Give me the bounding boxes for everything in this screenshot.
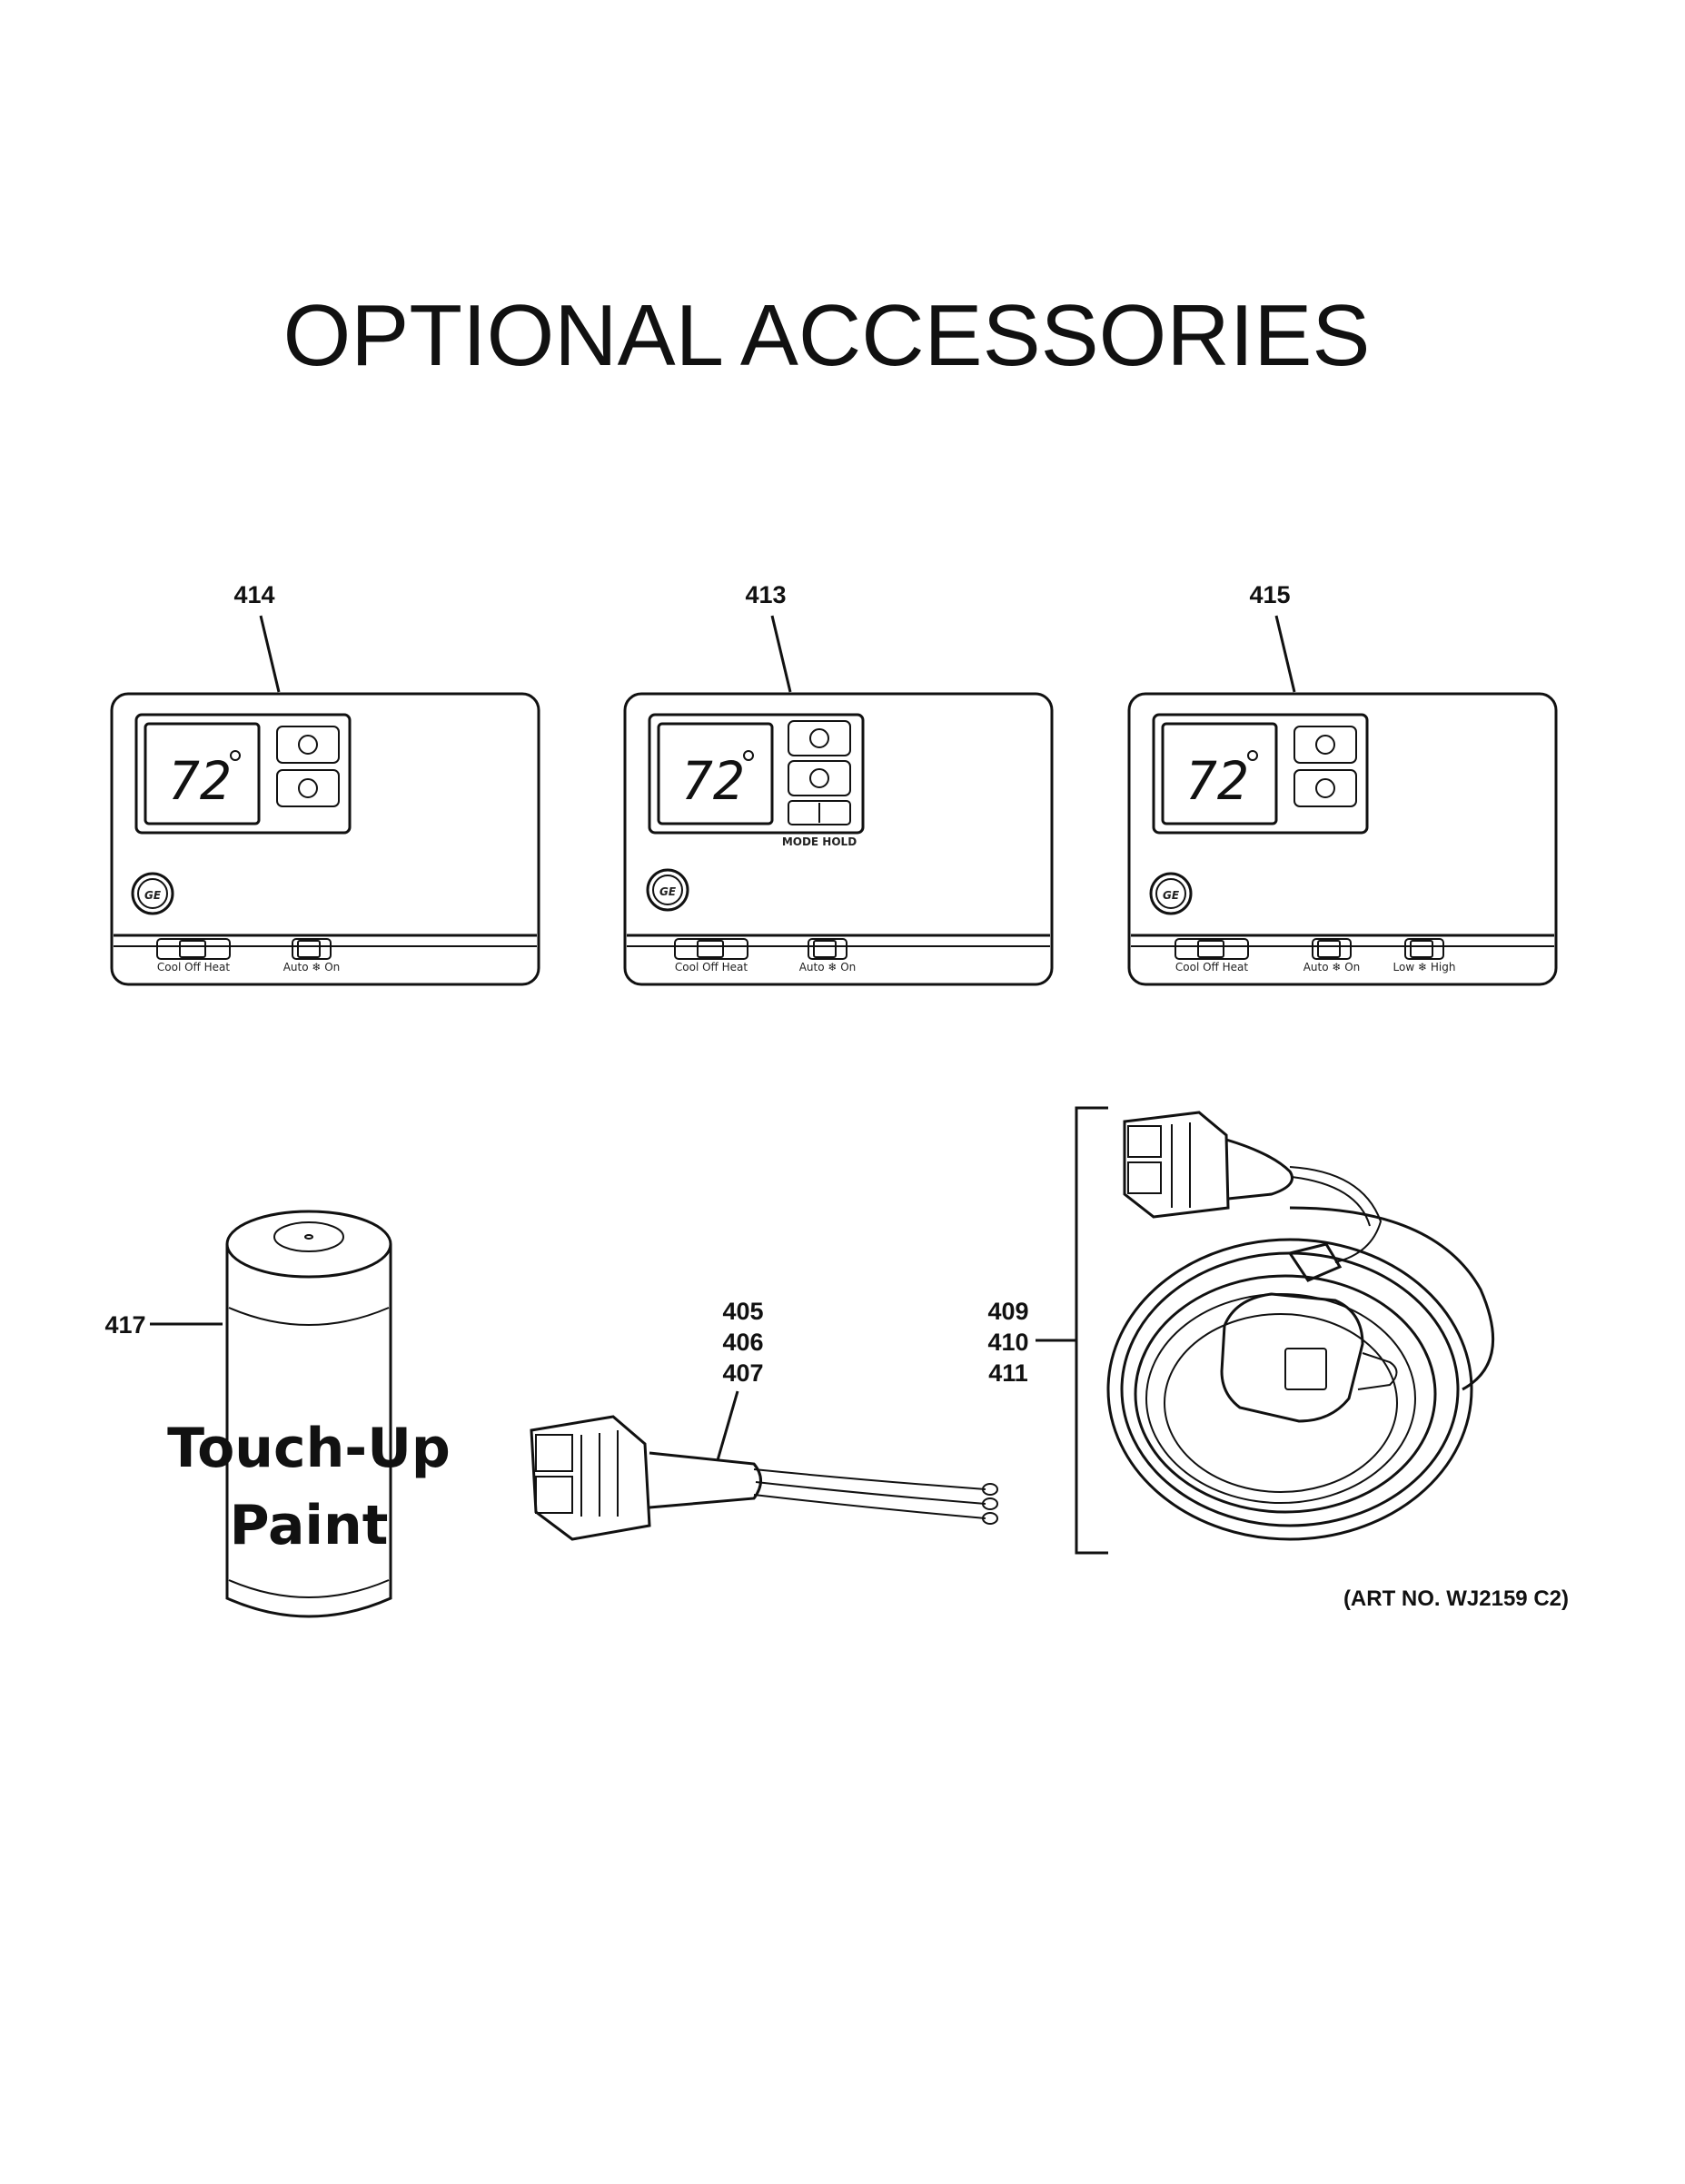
- mode-slider-413[interactable]: [674, 938, 748, 960]
- fan-slider-414[interactable]: [292, 938, 332, 960]
- callout-411: 411: [988, 1359, 1028, 1387]
- logo-text-415: GE: [1163, 889, 1180, 902]
- temperature-readout-415: 72: [1185, 750, 1249, 812]
- speed-slider-label-415: Low ❄ High: [1393, 961, 1456, 973]
- fan-slider-415[interactable]: [1312, 938, 1352, 960]
- cable-coil-strand: [1289, 1206, 1495, 1391]
- small-connector: [1287, 1242, 1343, 1282]
- paint-label-line2: Paint: [230, 1494, 389, 1557]
- touch-up-paint-can: 417 Touch-Up Paint: [104, 1210, 451, 1618]
- mode-hold-label-413: MODE HOLD: [782, 835, 857, 848]
- callout-409: 409: [987, 1298, 1028, 1325]
- thermostat-body-413: [623, 692, 1054, 986]
- thermostat-413: 413 72 MODE HOLD GE Cool Off Heat Auto ❄…: [623, 581, 1054, 986]
- callout-417: 417: [104, 1311, 145, 1339]
- callout-413: 413: [745, 581, 786, 608]
- temperature-readout-413: 72: [681, 750, 745, 812]
- short-wire-harness: 405 406 407: [530, 1298, 998, 1541]
- down-button-414[interactable]: [276, 769, 340, 807]
- fan-slider-413[interactable]: [808, 938, 847, 960]
- logo-text-414: GE: [144, 889, 162, 902]
- down-button-413[interactable]: [788, 760, 851, 796]
- thermostat-415: 415 72 GE Cool Off Heat Auto ❄ On Low ❄ …: [1127, 581, 1558, 986]
- mode-hold-button-413[interactable]: [788, 800, 851, 825]
- degree-symbol-415: [1247, 750, 1258, 761]
- ge-logo-icon-415: [1149, 872, 1193, 915]
- callout-405: 405: [722, 1298, 763, 1325]
- cable-coil-outer: [1106, 1238, 1473, 1541]
- display-frame-413: [648, 713, 865, 835]
- mode-slider-label-414: Cool Off Heat: [157, 961, 230, 973]
- paint-label-line1: Touch-Up: [167, 1417, 451, 1480]
- degree-symbol-414: [230, 750, 241, 761]
- art-number: (ART NO. WJ2159 C2): [1343, 1586, 1569, 1611]
- display-frame-415: [1152, 713, 1369, 835]
- lcd-screen-415: [1161, 722, 1278, 825]
- can-body: [225, 1244, 392, 1618]
- up-button-415[interactable]: [1293, 726, 1357, 764]
- mode-slider-415[interactable]: [1175, 938, 1249, 960]
- lcd-screen-413: [657, 722, 774, 825]
- mode-slider-label-415: Cool Off Heat: [1175, 961, 1248, 973]
- up-button-414[interactable]: [276, 726, 340, 764]
- harness-wire-1: [753, 1468, 986, 1490]
- can-nozzle: [273, 1221, 344, 1252]
- long-wire-harness: 409 410 411: [987, 1106, 1495, 1555]
- thermostat-414: 414 72 GE Cool Off Heat Auto ❄ On: [110, 581, 540, 986]
- leader-line-405: [716, 1390, 739, 1461]
- logo-text-413: GE: [659, 885, 677, 898]
- group-bracket: [1075, 1106, 1108, 1555]
- long-harness-connector: [1123, 1111, 1230, 1219]
- callout-406: 406: [722, 1329, 763, 1356]
- ge-logo-icon-413: [646, 868, 689, 912]
- can-top: [225, 1210, 392, 1279]
- temperature-readout-414: 72: [168, 750, 232, 812]
- leader-line-415: [1274, 615, 1296, 693]
- callout-407: 407: [722, 1359, 763, 1387]
- down-button-415[interactable]: [1293, 769, 1357, 807]
- callout-414: 414: [233, 581, 274, 608]
- harness-sleeve: [649, 1451, 762, 1509]
- callout-415: 415: [1249, 581, 1290, 608]
- leader-line-414: [259, 615, 281, 693]
- lcd-screen-414: [144, 722, 261, 825]
- display-frame-414: [134, 713, 352, 835]
- page-title: OPTIONAL ACCESSORIES: [283, 287, 1371, 384]
- ge-logo-icon-414: [131, 872, 174, 915]
- long-harness-sleeve: [1225, 1138, 1293, 1201]
- degree-symbol-413: [743, 750, 754, 761]
- thermostat-body-414: [110, 692, 540, 986]
- mode-slider-414[interactable]: [156, 938, 231, 960]
- thermostat-body-415: [1127, 692, 1558, 986]
- leader-line-413: [770, 615, 792, 693]
- fan-slider-label-413: Auto ❄ On: [799, 961, 857, 973]
- callout-410: 410: [987, 1329, 1028, 1356]
- fan-slider-label-414: Auto ❄ On: [283, 961, 341, 973]
- fan-slider-label-415: Auto ❄ On: [1303, 961, 1361, 973]
- mode-slider-label-413: Cool Off Heat: [675, 961, 748, 973]
- up-button-413[interactable]: [788, 720, 851, 756]
- speed-slider-415[interactable]: [1404, 938, 1444, 960]
- sensor-plug: [1220, 1292, 1364, 1423]
